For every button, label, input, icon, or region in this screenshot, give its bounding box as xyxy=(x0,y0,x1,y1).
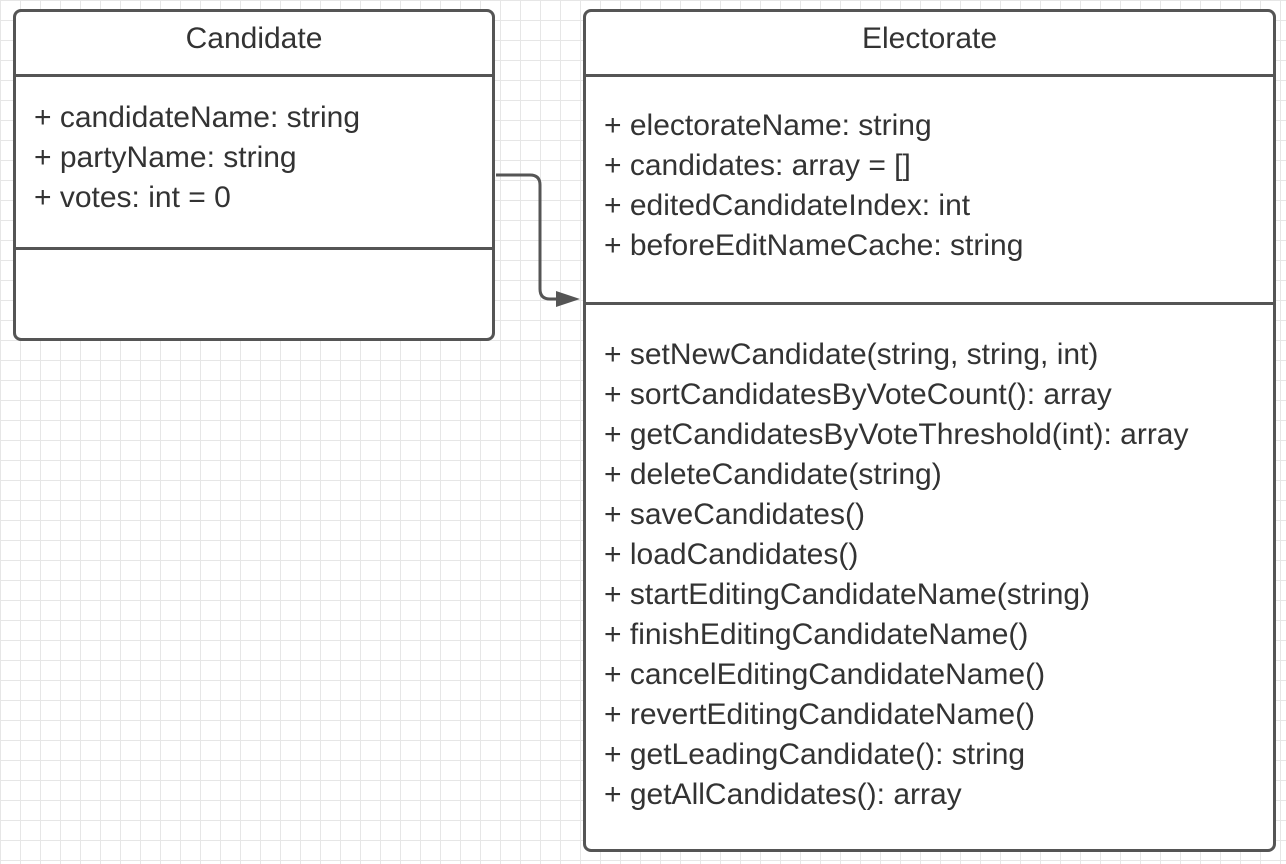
electorate-attributes-section: + electorateName: string + candidates: ar… xyxy=(604,106,1273,266)
association-line[interactable] xyxy=(496,173,558,301)
electorate-attribute: + electorateName: string xyxy=(604,109,932,142)
candidate-title-divider xyxy=(16,74,492,77)
electorate-attributes-divider xyxy=(586,302,1273,305)
electorate-attribute: + beforeEditNameCache: string xyxy=(604,229,1024,262)
electorate-title-divider xyxy=(586,74,1273,77)
candidate-attributes-section: + candidateName: string + partyName: stri… xyxy=(34,98,492,218)
electorate-attribute: + editedCandidateIndex: int xyxy=(604,189,971,222)
electorate-method: + sortCandidatesByVoteCount(): array xyxy=(604,378,1112,411)
electorate-method: + getLeadingCandidate(): string xyxy=(604,738,1026,771)
electorate-method: + setNewCandidate(string, string, int) xyxy=(604,338,1099,371)
electorate-attribute: + candidates: array = [] xyxy=(604,149,911,182)
electorate-method: + getAllCandidates(): array xyxy=(604,778,962,811)
electorate-method: + deleteCandidate(string) xyxy=(604,458,942,491)
electorate-method: + finishEditingCandidateName() xyxy=(604,618,1029,651)
association-arrowhead-icon xyxy=(556,291,580,307)
electorate-method: + startEditingCandidateName(string) xyxy=(604,578,1091,611)
electorate-class-title: Electorate xyxy=(861,22,998,55)
electorate-method: + cancelEditingCandidateName() xyxy=(604,658,1046,691)
electorate-method: + getCandidatesByVoteThreshold(int): arr… xyxy=(604,418,1189,451)
electorate-method: + revertEditingCandidateName() xyxy=(604,698,1036,731)
electorate-method: + loadCandidates() xyxy=(604,538,859,571)
candidate-attribute: + candidateName: string xyxy=(34,101,361,134)
candidate-attribute: + partyName: string xyxy=(34,141,297,174)
electorate-method: + saveCandidates() xyxy=(604,498,865,531)
candidate-attributes-divider xyxy=(16,247,492,250)
electorate-class[interactable]: Electorate + electorateName: string + can… xyxy=(583,9,1276,852)
candidate-class-title: Candidate xyxy=(185,22,323,55)
electorate-methods-section: + setNewCandidate(string, string, int) + … xyxy=(604,335,1273,815)
candidate-class[interactable]: Candidate + candidateName: string + party… xyxy=(13,9,495,341)
candidate-attribute: + votes: int = 0 xyxy=(34,181,231,214)
